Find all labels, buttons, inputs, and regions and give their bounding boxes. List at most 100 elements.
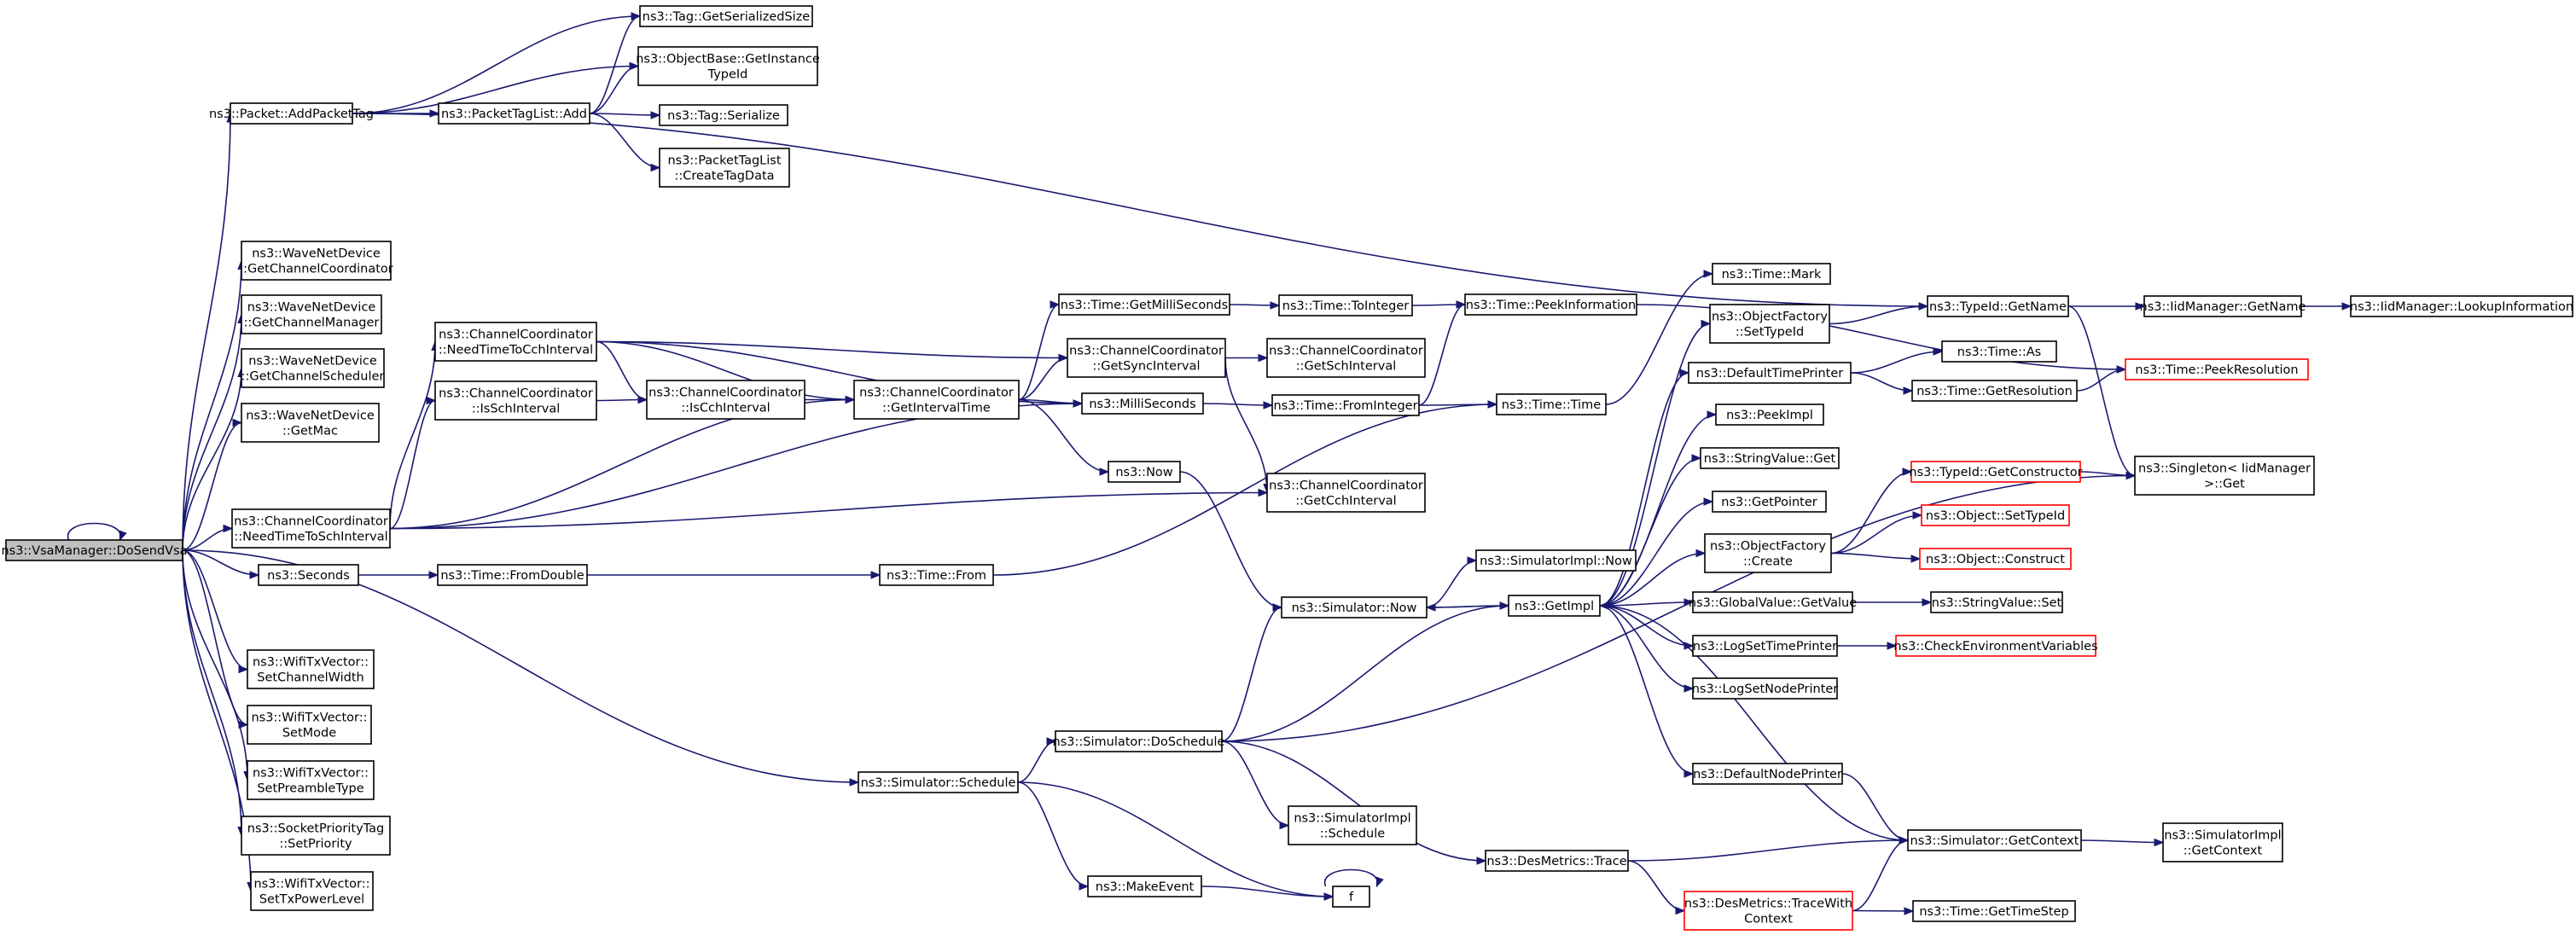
node-of-settid[interactable]: ns3::ObjectFactory::SetTypeId <box>1709 304 1830 344</box>
node-deftimeprinter[interactable]: ns3::DefaultTimePrinter <box>1688 362 1852 384</box>
node-makeevent[interactable]: ns3::MakeEvent <box>1087 875 1202 897</box>
node-wtx-setpre[interactable]: ns3::WifiTxVector::SetPreambleType <box>247 760 375 800</box>
node-time-fromint[interactable]: ns3::Time::FromInteger <box>1271 394 1420 416</box>
node-f[interactable]: f <box>1332 886 1370 908</box>
call-edge-des_twc-to-time_getstep <box>1852 907 1915 915</box>
node-wtx-settxpl[interactable]: ns3::WifiTxVector::SetTxPowerLevel <box>250 871 374 911</box>
node-cc-isschi[interactable]: ns3::ChannelCoordinator::IsSchInterval <box>434 380 597 421</box>
node-label: ns3::ChannelCoordinator <box>439 387 593 401</box>
call-edge-time_getres-to-time_peekres <box>2076 365 2127 392</box>
node-wtx-setmode[interactable]: ns3::WifiTxVector::SetMode <box>247 705 372 745</box>
node-time-peekinfo[interactable]: ns3::Time::PeekInformation <box>1464 293 1637 316</box>
node-label: ::GetMac <box>282 425 338 438</box>
node-checkenv[interactable]: ns3::CheckEnvironmentVariables <box>1893 635 2098 657</box>
node-box <box>1266 338 1426 378</box>
node-of-create[interactable]: ns3::ObjectFactory::Create <box>1704 533 1832 573</box>
node-getimpl[interactable]: ns3::GetImpl <box>1508 595 1601 617</box>
node-box <box>230 102 353 125</box>
node-iid-lookup[interactable]: ns3::IidManager::LookupInformation <box>2350 295 2573 317</box>
node-sv-get[interactable]: ns3::StringValue::Get <box>1700 447 1840 469</box>
node-time-getstep[interactable]: ns3::Time::GetTimeStep <box>1912 900 2076 922</box>
node-label: ::GetSyncInterval <box>1092 360 1200 374</box>
call-edge-ptladd-to-getinsttid <box>589 61 640 114</box>
node-label: ns3::Seconds <box>267 569 350 583</box>
node-cc-getsync[interactable]: ns3::ChannelCoordinator::GetSyncInterval <box>1067 338 1226 378</box>
node-singleton[interactable]: ns3::Singleton< IidManager>::Get <box>2134 456 2315 496</box>
node-simimpl-getctx[interactable]: ns3::SimulatorImpl::GetContext <box>2162 822 2283 862</box>
node-obj-settid[interactable]: ns3::Object::SetTypeId <box>1921 504 2070 526</box>
node-box <box>1692 635 1838 657</box>
node-cc-getinterval[interactable]: ns3::ChannelCoordinator::GetIntervalTime <box>853 380 1020 420</box>
node-tid-getname[interactable]: ns3::TypeId::GetName <box>1927 295 2069 317</box>
call-edge-root-to-sim_schedule <box>182 549 860 787</box>
node-label: ns3::SocketPriorityTag <box>247 822 384 836</box>
node-simimpl-now[interactable]: ns3::SimulatorImpl::Now <box>1475 549 1637 572</box>
node-now[interactable]: ns3::Now <box>1108 461 1181 483</box>
node-wnd-getcc[interactable]: ns3::WaveNetDevice::GetChannelCoordinato… <box>239 241 393 281</box>
node-simimpl-sched[interactable]: ns3::SimulatorImpl::Schedule <box>1288 805 1417 845</box>
node-time-toint[interactable]: ns3::Time::ToInteger <box>1278 294 1413 317</box>
node-time-fromdouble[interactable]: ns3::Time::FromDouble <box>437 564 588 586</box>
node-cc-iscchi[interactable]: ns3::ChannelCoordinator::IsCchInterval <box>646 380 805 420</box>
node-wnd-getcm[interactable]: ns3::WaveNetDevice::GetChannelManager <box>241 294 382 334</box>
node-sim-schedule[interactable]: ns3::Simulator::Schedule <box>858 771 1019 793</box>
node-des-trace[interactable]: ns3::DesMetrics::Trace <box>1485 850 1629 872</box>
node-cc-needcch[interactable]: ns3::ChannelCoordinator::NeedTimeToCchIn… <box>434 322 597 362</box>
node-sim-getctx[interactable]: ns3::Simulator::GetContext <box>1907 829 2082 851</box>
node-wnd-getcs[interactable]: ns3::WaveNetDevice::GetChannelScheduler <box>241 348 385 388</box>
node-label: ns3::WifiTxVector:: <box>253 878 369 891</box>
node-addtag[interactable]: ns3::Packet::AddPacketTag <box>209 102 374 125</box>
node-time-time[interactable]: ns3::Time::Time <box>1496 393 1607 415</box>
node-ms[interactable]: ns3::MilliSeconds <box>1081 392 1204 415</box>
node-iid-getname[interactable]: ns3::IidManager::GetName <box>2140 295 2306 317</box>
node-label: ns3::CheckEnvironmentVariables <box>1893 640 2097 653</box>
node-tagser[interactable]: ns3::Tag::Serialize <box>659 104 788 126</box>
node-defnodeprinter[interactable]: ns3::DefaultNodePrinter <box>1692 763 1843 785</box>
node-getpointer[interactable]: ns3::GetPointer <box>1712 491 1827 513</box>
node-logsetnode[interactable]: ns3::LogSetNodePrinter <box>1692 677 1839 700</box>
node-wnd-getmac[interactable]: ns3::WaveNetDevice::GetMac <box>241 403 380 443</box>
node-spt-setprio[interactable]: ns3::SocketPriorityTag::SetPriority <box>241 816 391 856</box>
node-label: ns3::SimulatorImpl <box>1294 812 1410 826</box>
node-label: ::GetIntervalTime <box>882 402 991 415</box>
node-label: ns3::ChannelCoordinator <box>234 515 388 529</box>
node-wtx-setcw[interactable]: ns3::WifiTxVector::SetChannelWidth <box>247 649 375 689</box>
node-box <box>258 564 359 586</box>
node-time-as[interactable]: ns3::Time::As <box>1941 340 2057 363</box>
node-sv-set[interactable]: ns3::StringValue::Set <box>1930 591 2063 613</box>
call-edge-getimpl-to-peekimpl <box>1599 410 1718 607</box>
node-cc-getsch[interactable]: ns3::ChannelCoordinator::GetSchInterval <box>1266 338 1426 378</box>
node-peekimpl[interactable]: ns3::PeekImpl <box>1715 404 1824 426</box>
node-seconds[interactable]: ns3::Seconds <box>258 564 359 586</box>
node-label: ns3::ChannelCoordinator <box>1069 345 1224 358</box>
node-tid-getctor[interactable]: ns3::TypeId::GetConstructor <box>1909 461 2083 483</box>
node-ptladd[interactable]: ns3::PacketTagList::Add <box>438 102 590 125</box>
node-cc-needsch[interactable]: ns3::ChannelCoordinator::NeedTimeToSchIn… <box>231 508 391 549</box>
node-label: ns3::StringValue::Set <box>1932 596 2062 610</box>
node-getsersize[interactable]: ns3::Tag::GetSerializedSize <box>639 5 813 27</box>
node-time-getres[interactable]: ns3::Time::GetResolution <box>1911 380 2078 402</box>
node-time-mark[interactable]: ns3::Time::Mark <box>1712 263 1831 285</box>
node-logsettime[interactable]: ns3::LogSetTimePrinter <box>1692 635 1838 657</box>
node-label: ::NeedTimeToSchInterval <box>234 531 387 544</box>
node-time-getms[interactable]: ns3::Time::GetMilliSeconds <box>1058 293 1230 316</box>
node-root[interactable]: ns3::VsaManager::DoSendVsa <box>1 539 188 561</box>
node-cc-getcch[interactable]: ns3::ChannelCoordinator::GetCchInterval <box>1266 473 1426 513</box>
node-box <box>1712 491 1827 513</box>
node-time-from[interactable]: ns3::Time::From <box>879 564 994 586</box>
node-label: ns3::ObjectBase::GetInstance <box>636 53 820 67</box>
call-edge-cc_getinterval-to-time_getms <box>1018 300 1061 401</box>
node-sim-now[interactable]: ns3::Simulator::Now <box>1281 596 1428 618</box>
node-sim-dosched[interactable]: ns3::Simulator::DoSchedule <box>1053 730 1225 752</box>
node-createtag[interactable]: ns3::PacketTagList::CreateTagData <box>659 148 790 188</box>
node-obj-construct[interactable]: ns3::Object::Construct <box>1919 548 2072 570</box>
node-gv-getvalue[interactable]: ns3::GlobalValue::GetValue <box>1689 591 1857 613</box>
node-label: ns3::ChannelCoordinator <box>1269 345 1423 358</box>
call-edge-sim_schedule-to-makeevent <box>1017 781 1090 891</box>
call-edge-tid_getctor-to-singleton <box>2079 471 2137 480</box>
node-box <box>1278 294 1413 317</box>
node-label: ::NeedTimeToCchInterval <box>439 344 593 357</box>
node-time-peekres[interactable]: ns3::Time::PeekResolution <box>2125 358 2309 380</box>
